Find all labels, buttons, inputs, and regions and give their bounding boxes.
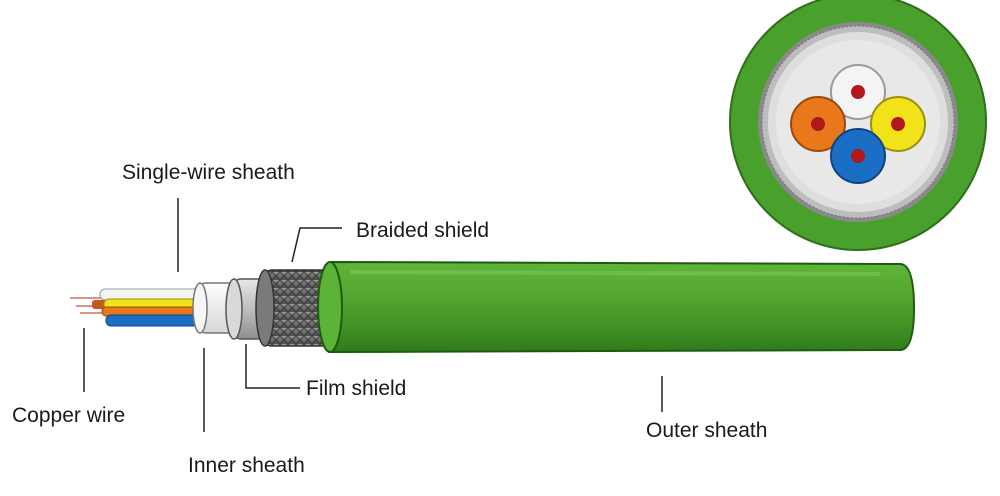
leader-lines [83,198,663,432]
core-orange-cross [790,96,846,152]
label-copper-wire: Copper wire [12,404,126,427]
leader-braided-shield [291,227,342,263]
label-single-wire-sheath: Single-wire sheath [122,161,295,184]
single-wire-cores [99,288,213,327]
outer-sheath [317,260,916,354]
label-outer-sheath: Outer sheath [646,419,768,442]
label-braided-shield: Braided shield [356,219,490,242]
core-white-cross [830,64,886,120]
leader-film-shield [245,344,300,389]
cable-cross-section [729,0,987,251]
core-blue-cross [830,128,886,184]
label-film-shield: Film shield [306,377,407,400]
label-inner-sheath: Inner sheath [188,454,305,477]
core-yellow-cross [870,96,926,152]
